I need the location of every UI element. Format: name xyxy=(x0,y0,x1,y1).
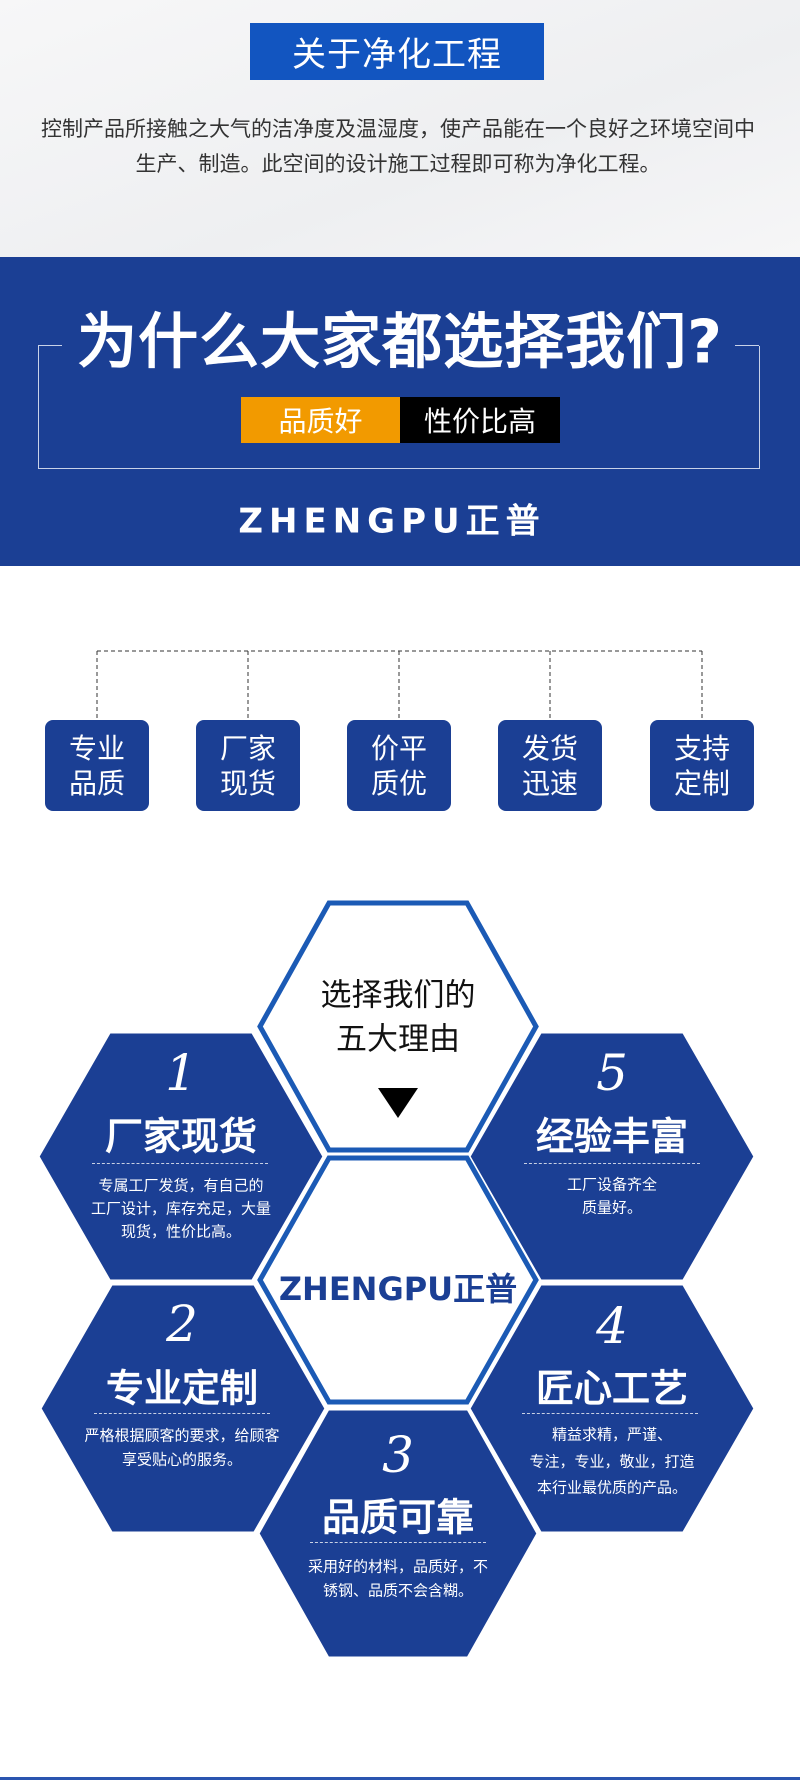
feature-line: 迅速 xyxy=(521,766,578,800)
reason-desc: 专属工厂发货，有自己的 xyxy=(98,1176,264,1195)
reason-desc: 锈钢、品质不会含糊。 xyxy=(322,1581,474,1600)
reason-desc: 质量好。 xyxy=(581,1198,643,1217)
reason-number: 2 xyxy=(166,1295,198,1353)
divider xyxy=(94,1413,270,1414)
hex-header xyxy=(257,900,539,1153)
center-brand: ZHENGPU正普 xyxy=(278,1270,518,1308)
reason-desc: 享受贴心的服务。 xyxy=(121,1450,243,1469)
feature-line: 厂家 xyxy=(219,731,276,765)
divider xyxy=(310,1542,486,1543)
reason-desc: 现货，性价比高。 xyxy=(120,1222,242,1241)
brand-logo-text: ZHENGPU正普 xyxy=(238,501,546,542)
reason-number: 3 xyxy=(382,1426,414,1484)
reasons-header-line-2: 五大理由 xyxy=(336,1021,460,1058)
hex-reason-3 xyxy=(256,1407,540,1660)
hex-reason-1 xyxy=(36,1030,326,1283)
reason-desc: 精益求精，严谨、 xyxy=(551,1425,673,1444)
feature-box-fast-shipping: 发货迅速 xyxy=(498,720,602,811)
hex-center-brand xyxy=(257,1155,539,1405)
reason-number: 1 xyxy=(165,1044,197,1102)
reasons-header-line-1: 选择我们的 xyxy=(320,977,476,1014)
feature-line: 品质 xyxy=(68,766,125,800)
about-paragraph-line-1: 控制产品所接触之大气的洁净度及温湿度，使产品能在一个良好之环境空间中 xyxy=(41,117,755,141)
feature-line: 专业 xyxy=(68,731,125,765)
reason-desc: 专注，专业，敬业，打造 xyxy=(529,1452,695,1471)
feature-line: 支持 xyxy=(673,731,730,765)
about-title: 关于净化工程 xyxy=(250,23,544,80)
reason-title: 品质可靠 xyxy=(321,1495,475,1540)
divider xyxy=(92,1163,268,1164)
divider xyxy=(522,1413,698,1414)
reason-desc: 工厂设备齐全 xyxy=(566,1175,658,1194)
tag-quality: 品质好 xyxy=(241,397,400,443)
reason-desc: 采用好的材料，品质好，不 xyxy=(307,1557,489,1576)
reason-title: 匠心工艺 xyxy=(535,1366,689,1411)
reason-number: 4 xyxy=(596,1297,628,1355)
about-paragraph-line-2: 生产、制造。此空间的设计施工过程即可称为净化工程。 xyxy=(135,152,661,176)
feature-tree-lines xyxy=(96,650,703,720)
divider xyxy=(524,1163,700,1164)
reason-desc: 严格根据顾客的要求，给顾客 xyxy=(84,1426,280,1445)
reason-desc: 工厂设计，库存充足，大量 xyxy=(90,1199,272,1218)
reason-title: 厂家现货 xyxy=(104,1114,258,1159)
reason-number: 5 xyxy=(596,1044,628,1102)
feature-box-fair-price: 价平质优 xyxy=(347,720,451,811)
feature-box-factory-stock: 厂家现货 xyxy=(196,720,300,811)
feature-line: 定制 xyxy=(673,766,730,800)
feature-line: 发货 xyxy=(521,731,578,765)
tag-value: 性价比高 xyxy=(400,397,560,443)
reason-title: 专业定制 xyxy=(105,1366,259,1411)
reason-title: 经验丰富 xyxy=(535,1114,689,1159)
feature-box-professional-quality: 专业品质 xyxy=(45,720,149,811)
feature-line: 现货 xyxy=(219,766,276,800)
feature-line: 质优 xyxy=(370,766,427,800)
down-triangle-icon xyxy=(378,1088,418,1118)
bracket-gap xyxy=(62,345,735,348)
why-heading: 为什么大家都选择我们? xyxy=(77,307,723,378)
bottom-divider xyxy=(0,1777,800,1780)
feature-line: 价平 xyxy=(370,731,427,765)
feature-box-customization: 支持定制 xyxy=(650,720,754,811)
hex-reason-2 xyxy=(38,1282,328,1535)
reason-desc: 本行业最优质的产品。 xyxy=(536,1478,688,1497)
bracket-frame xyxy=(38,346,760,469)
